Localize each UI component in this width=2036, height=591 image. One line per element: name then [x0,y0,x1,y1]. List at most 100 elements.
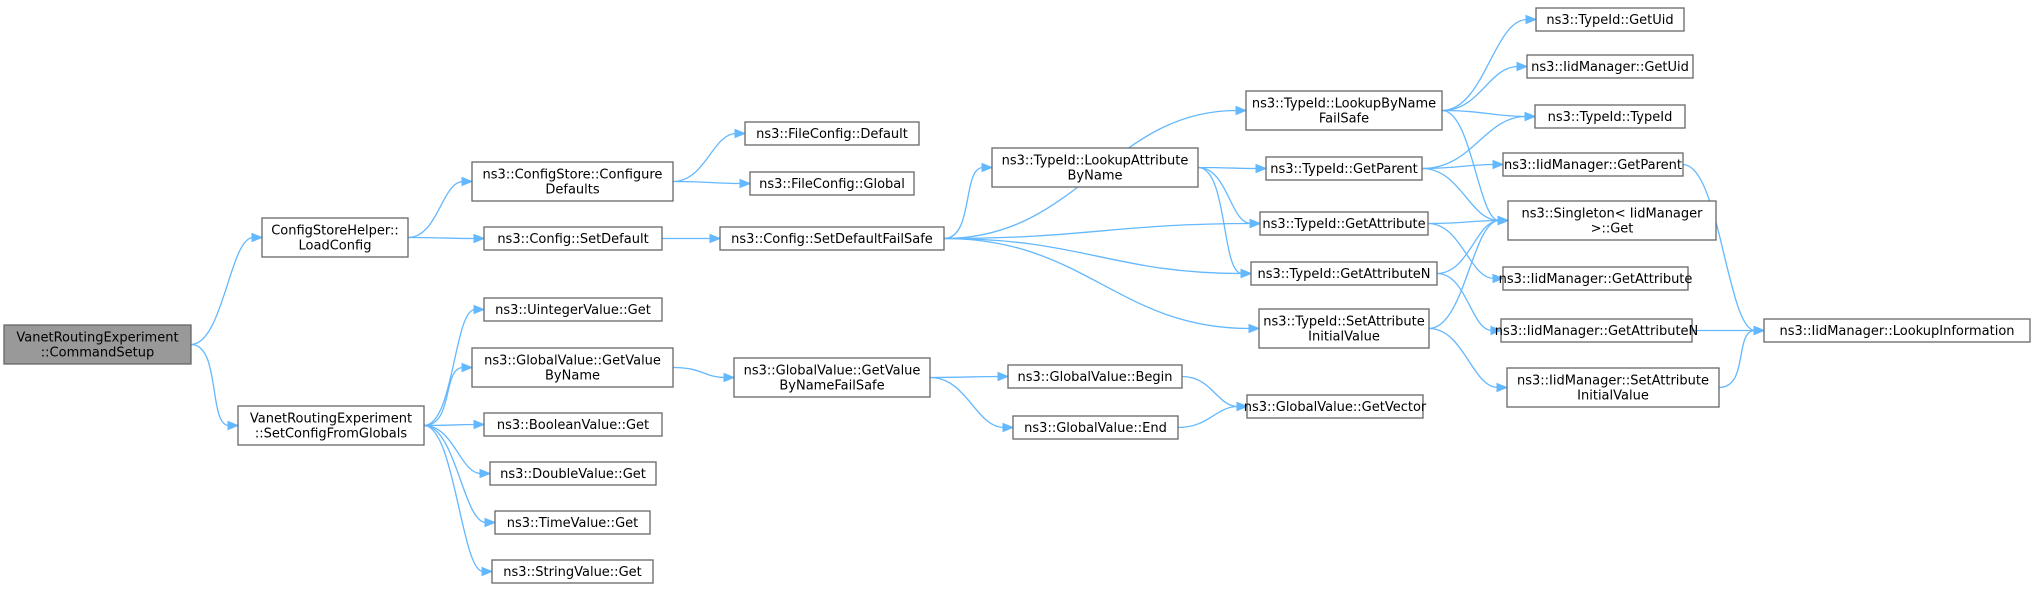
node-box[interactable] [1245,90,1443,131]
node-box[interactable] [719,226,945,251]
node-box[interactable] [1763,318,2031,343]
node-tid_getparent[interactable]: ns3::TypeId::GetParent [1265,156,1423,181]
edge-vre_scfg-to-uint_get [423,308,476,427]
node-iid_getparent[interactable]: ns3::IidManager::GetParent [1502,152,1684,177]
node-box[interactable] [1265,156,1423,181]
node-box[interactable] [237,405,425,446]
edge-arrowhead [1516,61,1529,72]
node-box[interactable] [491,559,654,584]
node-label: VanetRoutingExperiment [250,412,412,427]
node-iid_setaiv[interactable]: ns3::IidManager::SetAttributeInitialValu… [1506,367,1720,408]
node-fc_def[interactable]: ns3::FileConfig::Default [744,121,920,146]
node-time_get[interactable]: ns3::TimeValue::Get [494,510,651,535]
node-box[interactable] [749,171,915,196]
node-dbl_get[interactable]: ns3::DoubleValue::Get [489,461,657,486]
edge-tid_lkab-to-tid_getattr [1197,166,1252,225]
node-iid_getattr[interactable]: ns3::IidManager::GetAttribute [1499,266,1693,291]
node-label: ns3::IidManager::GetAttribute [1499,272,1693,287]
edge-tid_setaiv-to-iid_setaiv [1428,327,1499,389]
node-box[interactable] [1506,367,1720,408]
node-box[interactable] [483,297,663,322]
node-vre_scfg[interactable]: VanetRoutingExperiment::SetConfigFromGlo… [237,405,425,446]
node-box[interactable] [471,347,674,388]
node-label: ns3::TypeId::GetUid [1546,13,1673,28]
edge-tid_getattr-to-iid_getattr [1427,222,1495,280]
node-box[interactable] [1012,415,1179,440]
node-label: ns3::IidManager::GetParent [1504,158,1682,173]
node-label: ns3::TypeId::LookupByName [1252,97,1436,112]
node-label: ns3::UintegerValue::Get [495,303,651,318]
node-box[interactable] [733,357,931,398]
edge-gv_begin-to-gv_getvec [1181,375,1239,408]
node-box[interactable] [1534,104,1686,129]
edge-cs_cfg-to-fc_glob [672,180,742,185]
node-cfg_sdfs[interactable]: ns3::Config::SetDefaultFailSafe [719,226,945,251]
node-tid_getuid[interactable]: ns3::TypeId::GetUid [1535,7,1685,32]
node-label: ns3::Config::SetDefaultFailSafe [731,232,933,247]
node-box[interactable] [483,412,663,437]
node-singleton_get[interactable]: ns3::Singleton< IidManager >::Get [1507,200,1717,241]
node-tid_getattr[interactable]: ns3::TypeId::GetAttribute [1259,211,1429,236]
edge-arrowhead [1490,325,1503,336]
edge-vre_scfg-to-gv_getvbn [423,366,464,427]
edge-arrowhead [1492,159,1505,170]
node-label: ns3::StringValue::Get [503,565,641,580]
node-label: ns3::Singleton< IidManager [1521,207,1703,222]
edge-tid_lkab-to-tid_getattrn [1197,166,1243,275]
node-gv_end[interactable]: ns3::GlobalValue::End [1012,415,1179,440]
node-box[interactable] [1007,364,1183,389]
node-iid_getattrn[interactable]: ns3::IidManager::GetAttributeN [1495,318,1699,343]
node-gv_begin[interactable]: ns3::GlobalValue::Begin [1007,364,1183,389]
edge-arrowhead [981,162,994,173]
node-label: VanetRoutingExperiment [16,331,178,346]
node-box[interactable] [1526,54,1694,79]
node-box[interactable] [483,226,663,251]
node-box[interactable] [1246,394,1424,419]
node-box[interactable] [494,510,651,535]
node-box[interactable] [1259,211,1429,236]
node-box[interactable] [1535,7,1685,32]
node-box[interactable] [991,147,1199,188]
node-label: ns3::IidManager::GetAttributeN [1495,324,1699,339]
node-box[interactable] [3,324,192,365]
node-box[interactable] [1500,318,1693,343]
edge-arrowhead [1249,218,1262,229]
edge-iid_setaiv-to-iid_lookup [1718,329,1756,389]
node-cfg_setdef[interactable]: ns3::Config::SetDefault [483,226,663,251]
node-root[interactable]: VanetRoutingExperiment::CommandSetup [3,324,192,365]
node-iid_lookup[interactable]: ns3::IidManager::LookupInformation [1763,318,2031,343]
node-box[interactable] [261,217,409,258]
node-tid_typeid[interactable]: ns3::TypeId::TypeId [1534,104,1686,129]
edge-arrowhead [473,419,486,430]
node-box[interactable] [1502,152,1684,177]
node-box[interactable] [1502,266,1689,291]
node-box[interactable] [471,161,674,202]
node-fc_glob[interactable]: ns3::FileConfig::Global [749,171,915,196]
node-label: ns3::GlobalValue::Begin [1018,370,1173,385]
node-tid_getattrn[interactable]: ns3::TypeId::GetAttributeN [1250,261,1438,286]
node-uint_get[interactable]: ns3::UintegerValue::Get [483,297,663,322]
edge-arrowhead [479,468,492,479]
node-label: ns3::Config::SetDefault [497,232,648,247]
edge-arrowhead [227,420,240,431]
node-str_get[interactable]: ns3::StringValue::Get [491,559,654,584]
node-label: ByNameFailSafe [779,379,884,394]
node-bool_get[interactable]: ns3::BooleanValue::Get [483,412,663,437]
node-box[interactable] [744,121,920,146]
node-csh_load[interactable]: ConfigStoreHelper::LoadConfig [261,217,409,258]
node-iid_getuid[interactable]: ns3::IidManager::GetUid [1526,54,1694,79]
node-gv_getvec[interactable]: ns3::GlobalValue::GetVector [1244,394,1427,419]
node-box[interactable] [1258,308,1430,349]
edge-tid_getparent-to-singleton_get [1421,167,1500,222]
node-box[interactable] [1250,261,1438,286]
edge-tid_lbnfs-to-tid_typeid [1441,109,1527,118]
node-box[interactable] [1507,200,1717,241]
edge-arrowhead [1248,323,1261,334]
node-box[interactable] [489,461,657,486]
